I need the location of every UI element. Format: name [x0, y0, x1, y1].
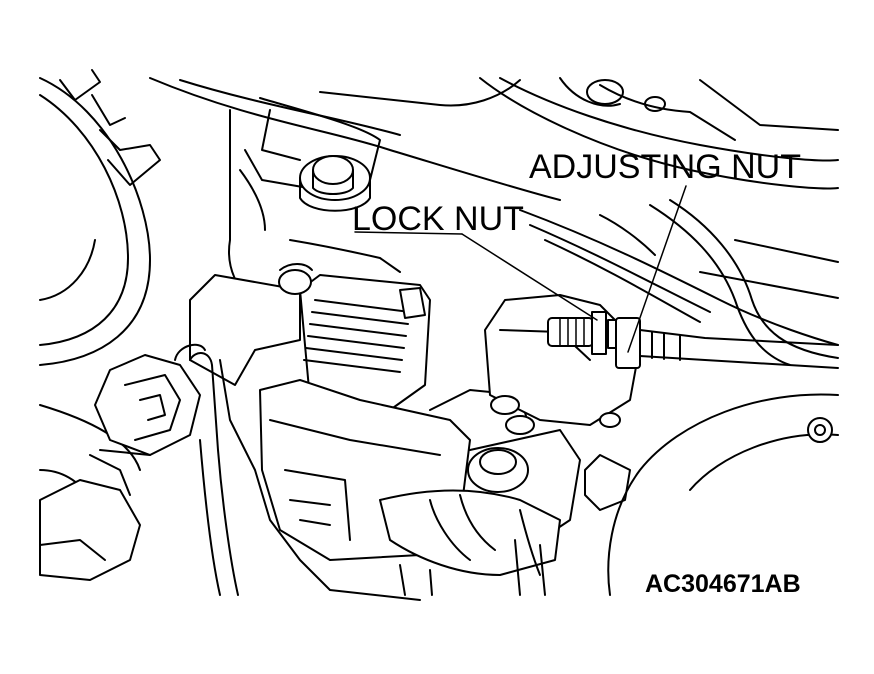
lower-strap-drawing: [379, 447, 561, 596]
lock-nut-label: LOCK NUT: [352, 200, 524, 238]
top-bolt-drawing: [299, 155, 371, 212]
figure-code: AC304671AB: [645, 570, 801, 598]
left-pulley-drawing: [39, 69, 161, 501]
cable-hoses-drawing: [519, 199, 839, 366]
upper-bracket-drawing: [149, 77, 839, 301]
adjusting-nut: [615, 317, 641, 369]
connector-harness-drawing: [39, 343, 239, 596]
lock-nut-bracket-line: [354, 231, 463, 235]
cable-assembly-drawing: [547, 311, 839, 369]
lock-nut: [591, 311, 607, 355]
adjusting-nut-label: ADJUSTING NUT: [529, 148, 801, 186]
right-lower-pulley-drawing: [584, 393, 839, 596]
lock-nut-leader: [461, 233, 598, 321]
adjusting-nut-leader: [627, 185, 687, 353]
leader-lines: [354, 185, 687, 353]
